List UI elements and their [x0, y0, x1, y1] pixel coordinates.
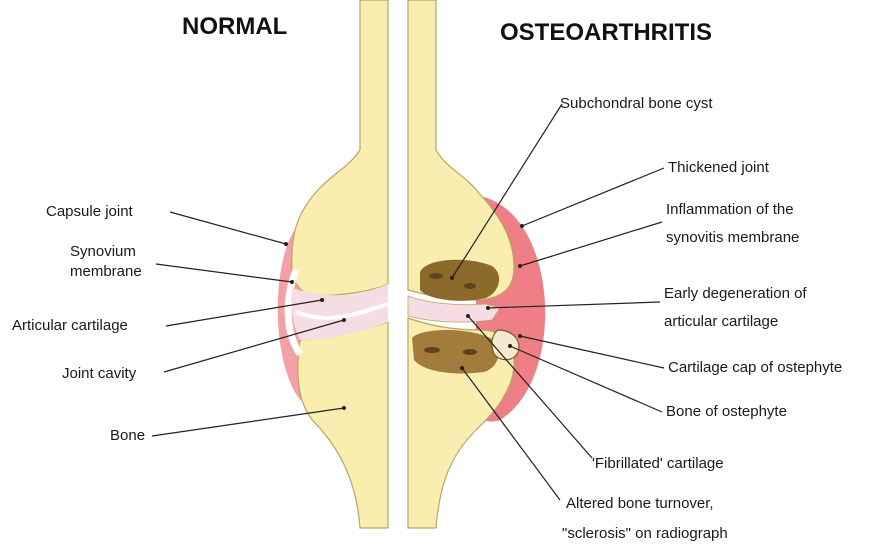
label-cartilage-cap: Cartilage cap of ostephyte — [668, 359, 842, 376]
oa-upper-bone — [408, 0, 514, 300]
label-altered-bone-line1: Altered bone turnover, — [566, 495, 714, 512]
label-joint-cavity: Joint cavity — [62, 365, 137, 382]
label-inflammation-line1: Inflammation of the — [666, 201, 794, 218]
leader-synovium — [156, 264, 292, 282]
normal-lower-bone — [298, 322, 388, 528]
heading-osteoarthritis: OSTEOARTHRITIS — [500, 19, 712, 46]
leader-inflammation — [520, 222, 662, 266]
label-inflammation-line2: synovitis membrane — [666, 229, 799, 246]
leader-cartilage-cap — [520, 336, 664, 368]
normal-joint — [278, 0, 388, 528]
leader-thickened-joint — [522, 168, 664, 226]
label-articular-cartilage: Articular cartilage — [12, 317, 128, 334]
label-synovium-line2: membrane — [70, 263, 142, 280]
leader-capsule-joint — [170, 212, 286, 244]
label-altered-bone-line2: "sclerosis" on radiograph — [562, 525, 728, 542]
label-capsule-joint: Capsule joint — [46, 203, 134, 220]
label-subchondral-bone-cyst: Subchondral bone cyst — [560, 95, 713, 112]
label-early-degeneration-line2: articular cartilage — [664, 313, 778, 330]
leader-bone-of-osteophyte — [510, 346, 662, 412]
label-early-degeneration-line1: Early degeneration of — [664, 285, 807, 302]
label-thickened-joint: Thickened joint — [668, 159, 770, 176]
normal-upper-bone — [292, 0, 388, 296]
label-bone: Bone — [110, 427, 145, 444]
label-fibrillated-cartilage: 'Fibrillated' cartilage — [592, 455, 724, 472]
label-synovium-line1: Synovium — [70, 243, 136, 260]
split-gap — [396, 0, 406, 550]
label-bone-of-osteophyte: Bone of ostephyte — [666, 403, 787, 420]
heading-normal: NORMAL — [182, 13, 287, 40]
